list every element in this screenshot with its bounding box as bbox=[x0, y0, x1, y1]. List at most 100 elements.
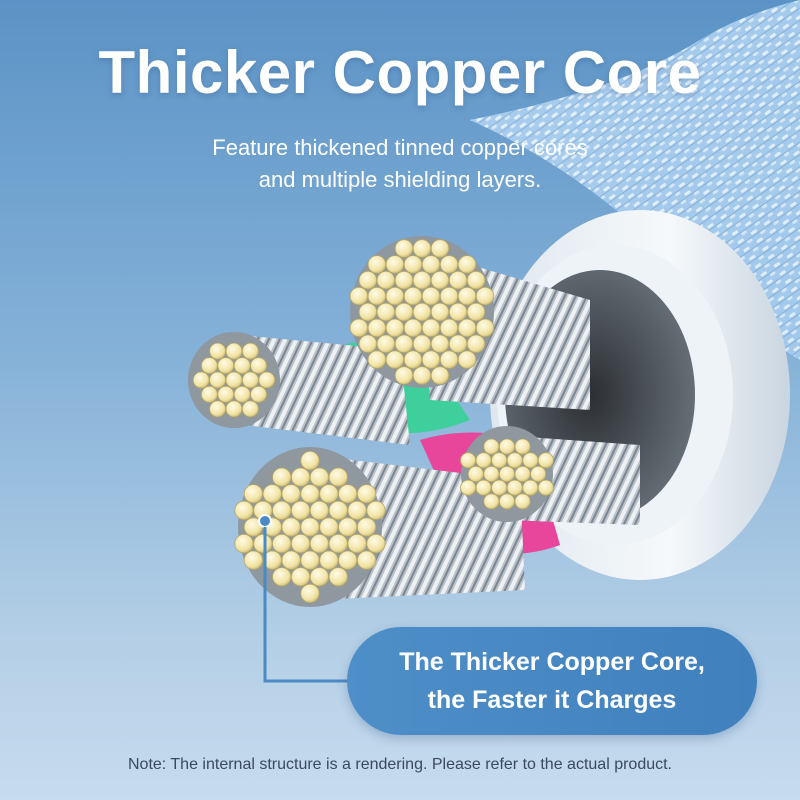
copper-strand bbox=[483, 493, 500, 510]
copper-strand bbox=[225, 342, 243, 360]
copper-strand bbox=[300, 583, 320, 604]
copper-strand bbox=[209, 371, 227, 389]
copper-strand bbox=[522, 452, 539, 469]
copper-strand bbox=[506, 452, 523, 469]
copper-strand bbox=[225, 371, 243, 389]
callout-leader-line bbox=[263, 527, 347, 683]
copper-strand bbox=[319, 484, 339, 504]
copper-strand bbox=[467, 465, 484, 482]
copper-strand bbox=[491, 452, 508, 469]
copper-strand bbox=[290, 467, 311, 487]
copper-strand bbox=[233, 385, 251, 403]
copper-strand bbox=[475, 452, 492, 469]
copper-strand bbox=[394, 366, 414, 385]
copper-strand bbox=[328, 533, 348, 554]
conductor-face-right bbox=[460, 438, 554, 510]
copper-strand bbox=[366, 533, 386, 554]
copper-strand bbox=[403, 350, 423, 369]
copper-strand bbox=[225, 400, 243, 418]
copper-strand bbox=[522, 479, 539, 496]
copper-strand bbox=[498, 438, 515, 455]
copper-strand bbox=[217, 357, 235, 375]
copper-strand bbox=[338, 517, 358, 537]
copper-strand bbox=[367, 318, 387, 338]
copper-strand bbox=[309, 500, 329, 520]
copper-strand bbox=[349, 286, 369, 306]
copper-strand bbox=[498, 493, 515, 510]
strand-body-left bbox=[240, 335, 410, 445]
copper-strand bbox=[300, 517, 320, 537]
copper-strand bbox=[328, 467, 348, 487]
copper-strand bbox=[328, 500, 348, 520]
copper-strand bbox=[300, 450, 320, 471]
copper-strand bbox=[376, 302, 396, 322]
copper-strand bbox=[300, 550, 320, 570]
copper-strand bbox=[385, 318, 405, 338]
footer-note: Note: The internal structure is a render… bbox=[128, 756, 672, 773]
copper-strand bbox=[394, 302, 414, 322]
copper-strand bbox=[253, 533, 273, 554]
callout-line-2: the Faster it Charges bbox=[427, 686, 677, 714]
copper-strand bbox=[439, 255, 459, 274]
copper-strand bbox=[475, 286, 495, 306]
copper-strand bbox=[328, 567, 348, 587]
copper-strand bbox=[439, 286, 459, 306]
copper-strand bbox=[460, 479, 477, 496]
copper-strand bbox=[430, 334, 450, 354]
copper-strand bbox=[209, 342, 227, 360]
copper-strand bbox=[421, 350, 441, 369]
copper-strand bbox=[272, 467, 292, 487]
copper-strand bbox=[466, 302, 486, 322]
copper-strand bbox=[262, 484, 282, 504]
subtitle: Feature thickened tinned copper cores an… bbox=[150, 132, 650, 196]
copper-strand bbox=[209, 400, 227, 418]
copper-strand bbox=[466, 334, 486, 354]
copper-strand bbox=[233, 357, 251, 375]
copper-strand bbox=[439, 350, 459, 369]
conductor-face-bottom bbox=[234, 450, 386, 604]
copper-strand bbox=[290, 533, 311, 554]
copper-strand bbox=[241, 342, 259, 360]
copper-strand bbox=[367, 350, 387, 369]
copper-strand bbox=[457, 350, 477, 369]
page-title: Thicker Copper Core bbox=[98, 39, 702, 106]
copper-strand bbox=[514, 438, 531, 455]
copper-strand bbox=[200, 385, 218, 403]
copper-strand bbox=[309, 567, 329, 587]
copper-strand bbox=[281, 484, 301, 504]
copper-strand bbox=[385, 255, 405, 274]
copper-strand bbox=[412, 302, 432, 322]
copper-strand bbox=[412, 366, 432, 385]
copper-strand bbox=[319, 517, 339, 537]
copper-strand bbox=[250, 385, 268, 403]
callout-badge: The Thicker Copper Core, the Faster it C… bbox=[347, 627, 757, 735]
copper-strand bbox=[483, 465, 500, 482]
copper-strand bbox=[403, 286, 423, 306]
copper-strand bbox=[281, 517, 301, 537]
copper-strand bbox=[272, 500, 292, 520]
copper-strand bbox=[412, 239, 432, 258]
copper-strand bbox=[272, 533, 292, 554]
copper-strand bbox=[338, 484, 358, 504]
callout-line-1: The Thicker Copper Core, bbox=[399, 648, 705, 676]
copper-strand bbox=[430, 302, 450, 322]
copper-strand bbox=[356, 484, 377, 504]
copper-strand bbox=[358, 271, 378, 290]
copper-strand bbox=[319, 550, 339, 570]
copper-strand bbox=[243, 550, 263, 570]
copper-strand bbox=[412, 271, 432, 290]
copper-strand bbox=[403, 318, 423, 338]
copper-strand bbox=[514, 465, 531, 482]
copper-strand bbox=[483, 438, 500, 455]
copper-strand bbox=[338, 550, 358, 570]
copper-strand bbox=[448, 302, 468, 322]
conductor-face-top bbox=[349, 239, 495, 385]
subtitle-line-2: and multiple shielding layers. bbox=[258, 167, 542, 192]
copper-strand bbox=[281, 550, 301, 570]
copper-strand bbox=[241, 400, 259, 418]
copper-strand bbox=[300, 484, 320, 504]
copper-strand bbox=[491, 479, 508, 496]
copper-strand bbox=[448, 271, 468, 290]
copper-strand bbox=[412, 334, 432, 354]
